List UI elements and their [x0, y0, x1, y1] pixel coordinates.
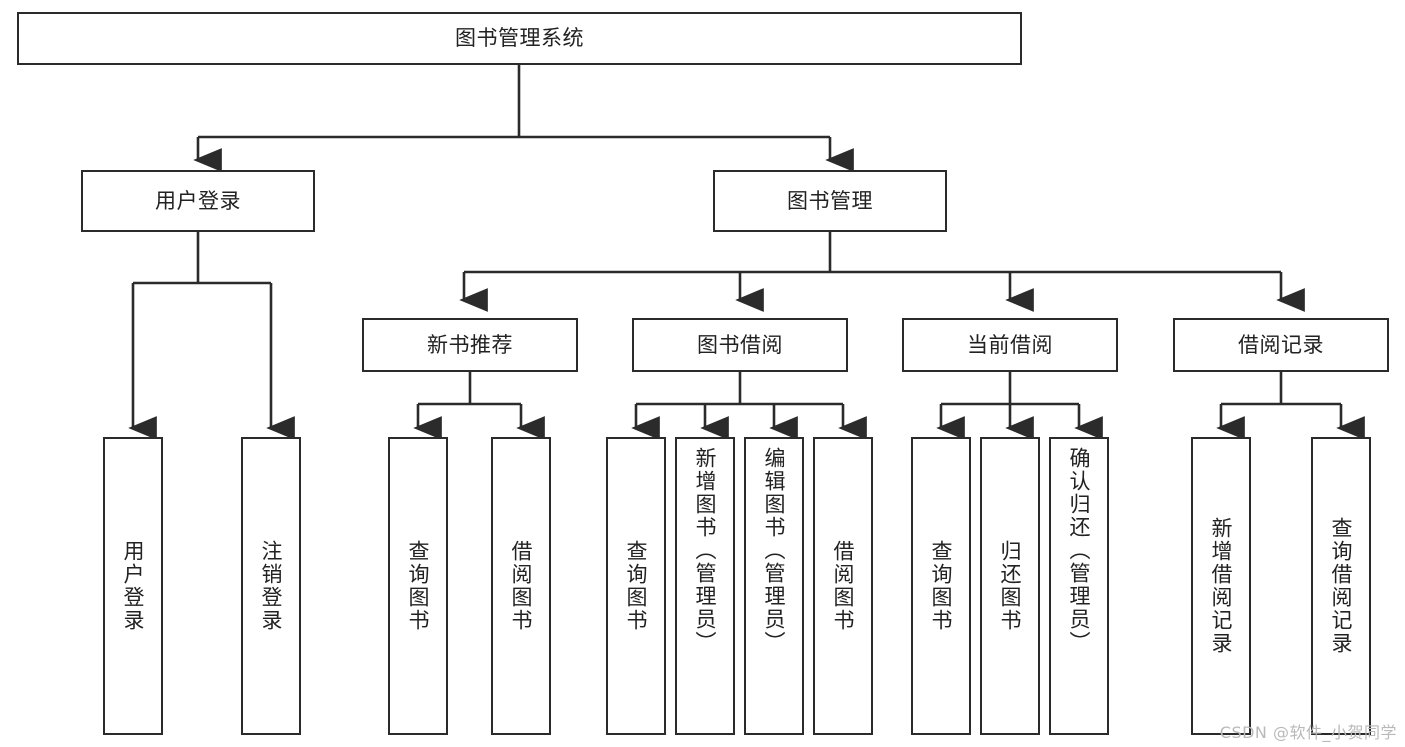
node-leaf-query-book-3[interactable]: 查询图书 [911, 437, 971, 735]
node-leaf-borrow-book-2-label: 借阅图书 [831, 540, 856, 632]
node-borrow-record-label: 借阅记录 [1238, 332, 1324, 357]
node-leaf-logout-label: 注销登录 [259, 540, 284, 632]
node-current-borrow[interactable]: 当前借阅 [902, 318, 1118, 372]
node-borrow-record[interactable]: 借阅记录 [1173, 318, 1389, 372]
node-user-login-label: 用户登录 [155, 188, 241, 213]
node-new-book-recommend-label: 新书推荐 [427, 332, 513, 357]
node-leaf-edit-book[interactable]: 编辑图书（管理员） [744, 437, 804, 735]
watermark-text: CSDN @软件_小贺同学 [1219, 723, 1397, 742]
node-book-borrow-label: 图书借阅 [697, 332, 783, 357]
node-leaf-logout[interactable]: 注销登录 [241, 437, 301, 735]
node-leaf-return-book-label: 归还图书 [998, 540, 1023, 632]
node-leaf-borrow-book-1[interactable]: 借阅图书 [491, 437, 551, 735]
node-leaf-query-record-label: 查询借阅记录 [1329, 517, 1354, 655]
node-book-management[interactable]: 图书管理 [713, 170, 947, 232]
node-leaf-add-record-label: 新增借阅记录 [1209, 517, 1234, 655]
node-leaf-query-book-2[interactable]: 查询图书 [606, 437, 666, 735]
node-user-login[interactable]: 用户登录 [81, 170, 315, 232]
node-leaf-user-login-label: 用户登录 [121, 540, 146, 632]
node-leaf-query-record[interactable]: 查询借阅记录 [1311, 437, 1371, 735]
node-leaf-query-book-1-label: 查询图书 [406, 540, 431, 632]
node-root[interactable]: 图书管理系统 [17, 12, 1022, 65]
node-leaf-add-book-label: 新增图书（管理员） [693, 447, 718, 654]
node-leaf-query-book-2-label: 查询图书 [624, 540, 649, 632]
node-leaf-borrow-book-2[interactable]: 借阅图书 [813, 437, 873, 735]
node-leaf-confirm-return-label: 确认归还（管理员） [1067, 447, 1092, 654]
node-leaf-borrow-book-1-label: 借阅图书 [509, 540, 534, 632]
node-leaf-user-login[interactable]: 用户登录 [103, 437, 163, 735]
node-leaf-return-book[interactable]: 归还图书 [980, 437, 1040, 735]
node-leaf-add-record[interactable]: 新增借阅记录 [1191, 437, 1251, 735]
node-leaf-add-book[interactable]: 新增图书（管理员） [675, 437, 735, 735]
node-leaf-edit-book-label: 编辑图书（管理员） [762, 447, 787, 654]
node-root-label: 图书管理系统 [455, 26, 584, 51]
node-leaf-confirm-return[interactable]: 确认归还（管理员） [1049, 437, 1109, 735]
node-book-borrow[interactable]: 图书借阅 [632, 318, 848, 372]
node-leaf-query-book-1[interactable]: 查询图书 [388, 437, 448, 735]
node-current-borrow-label: 当前借阅 [967, 332, 1053, 357]
node-leaf-query-book-3-label: 查询图书 [929, 540, 954, 632]
node-new-book-recommend[interactable]: 新书推荐 [362, 318, 578, 372]
node-book-management-label: 图书管理 [787, 188, 873, 213]
